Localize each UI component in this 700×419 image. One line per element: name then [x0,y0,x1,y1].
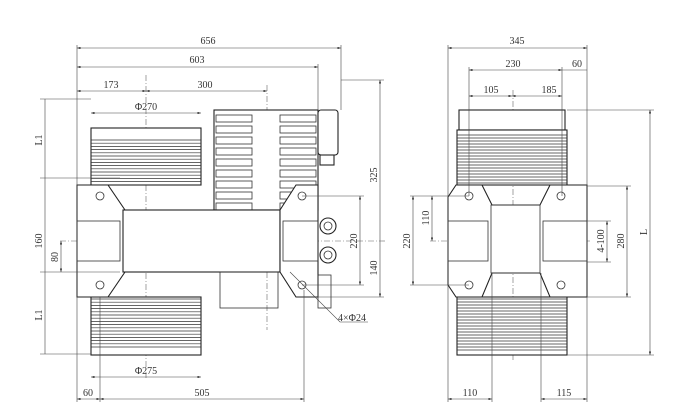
dim-label: 140 [369,261,380,276]
lifting-lug [319,246,337,264]
dim-label: 300 [198,80,213,91]
mount-hole [95,191,105,201]
dim-label: 603 [190,55,205,66]
dim-label: 656 [201,36,216,47]
front-view: 656 603 173 300 Φ270 Φ275 60 505 L1 160 … [34,36,385,402]
top-drum-fins [91,139,201,182]
mount-hole [556,280,566,290]
top-cap [458,109,566,131]
dim-label: L [639,229,650,235]
dim-label: 110 [421,211,432,226]
top-drum-fins [457,134,567,184]
dim-label: 220 [349,234,360,249]
side-view: 345 230 60 105 185 220 110 4-100 280 L 1… [402,36,654,402]
dim-label: 280 [616,234,627,249]
bottom-drum-fins [91,298,201,348]
cooling-fin [215,191,253,200]
dim-label: Φ270 [135,102,157,113]
leader-line [289,271,368,323]
dim-label: 80 [50,252,61,262]
bottom-drum [90,296,202,356]
cooling-fin [279,136,317,145]
cooling-fin [215,180,253,189]
dim-label: Φ275 [135,366,157,377]
bottom-drum-fins [457,298,567,351]
dim-label: 4-100 [596,229,607,252]
dim-label: 110 [463,388,478,399]
foot [317,274,332,309]
mount-hole [95,280,105,290]
cooling-fin [279,147,317,156]
dim-label: 505 [195,388,210,399]
dim-label: 345 [510,36,525,47]
dim-label: 220 [402,234,413,249]
dim-label: 60 [572,59,582,70]
left-bracket [76,184,126,298]
cooling-fin [215,114,253,123]
dim-label: 325 [369,168,380,183]
dim-label: 185 [542,85,557,96]
dim-label: 115 [557,388,572,399]
lug-hole [323,250,333,260]
dim-label: L1 [34,134,45,145]
cooling-fin [279,158,317,167]
right-bracket [279,184,319,298]
right-shaft-end [282,220,319,262]
cooling-fin [279,169,317,178]
dim-label: 105 [484,85,499,96]
cooling-fin [215,125,253,134]
cooling-fin [279,114,317,123]
cooling-fin [215,136,253,145]
center-box [490,204,541,274]
cooling-fin [215,169,253,178]
brake-unit [219,271,279,309]
dim-label: 160 [34,234,45,249]
top-drum [90,127,202,186]
lifting-lug [319,217,337,235]
top-drum [456,129,568,186]
dim-label: 60 [83,388,93,399]
mount-hole [556,191,566,201]
shaft-body [122,209,281,273]
lug-hole [323,221,333,231]
cooling-fin [215,158,253,167]
dim-label: L1 [34,309,45,320]
junction-box [317,109,339,156]
flange [447,184,588,298]
dim-label: 230 [506,59,521,70]
cable-gland [319,154,335,166]
cooling-fin [279,125,317,134]
dim-label: 173 [104,80,119,91]
hole-callout: 4×Φ24 [338,313,366,324]
cooling-fin [215,147,253,156]
